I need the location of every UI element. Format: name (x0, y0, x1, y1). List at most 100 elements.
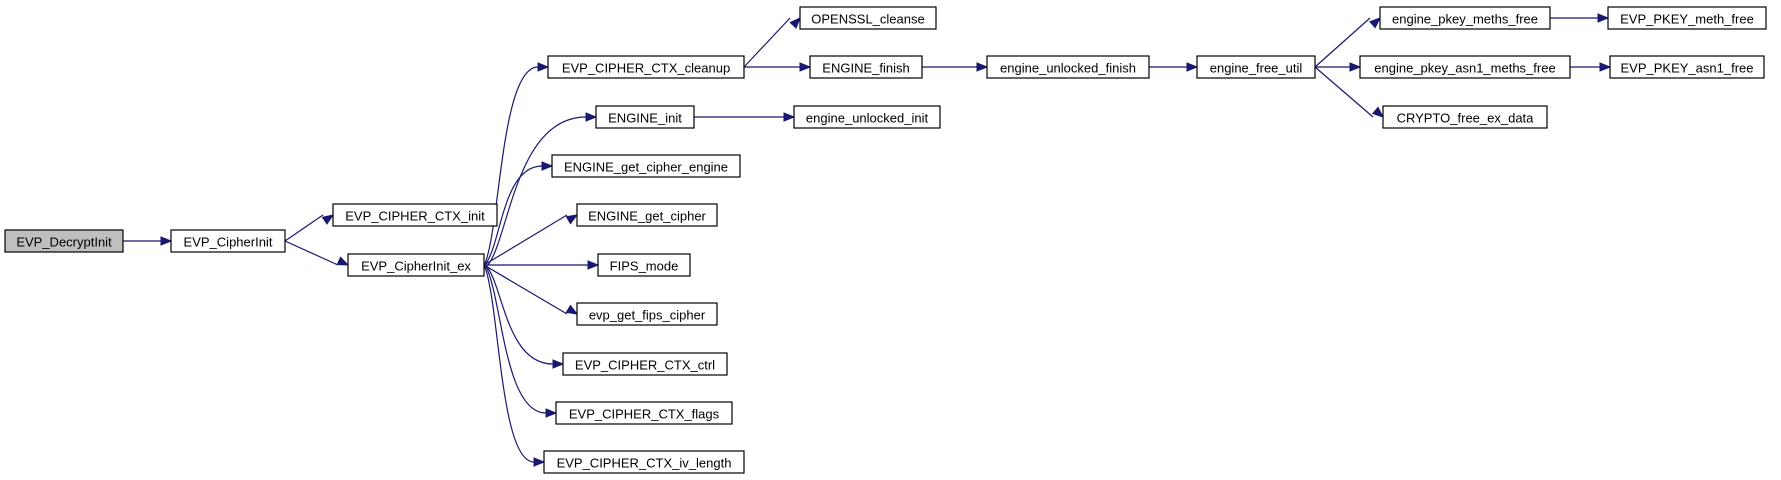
node-evp-decryptinit[interactable]: EVP_DecryptInit (4, 229, 124, 253)
node-evp-cipherinit[interactable]: EVP_CipherInit (170, 229, 286, 253)
node-box (799, 6, 937, 30)
node-box (562, 352, 728, 376)
edge-line (469, 261, 554, 365)
node-label: engine_pkey_asn1_meths_free (1374, 61, 1555, 76)
node-box (170, 229, 286, 253)
node-label: engine_unlocked_finish (1000, 61, 1136, 76)
edge-evp-decryptinit-to-evp-cipherinit (123, 236, 173, 246)
edge-line (483, 214, 568, 266)
node-box (1607, 6, 1767, 30)
node-label: ENGINE_get_cipher (588, 209, 706, 224)
node-evp-cipher-ctx-flags[interactable]: EVP_CIPHER_CTX_flags (555, 401, 733, 425)
node-label: engine_pkey_meths_free (1392, 12, 1538, 27)
edge-evp-cipherinit-ex-to-fips-mode (484, 260, 600, 270)
edge-arrowhead (537, 62, 550, 72)
node-fips-mode[interactable]: FIPS_mode (597, 253, 691, 277)
node-evp-pkey-meth-free[interactable]: EVP_PKEY_meth_free (1607, 6, 1767, 30)
node-evp-cipher-ctx-cleanup[interactable]: EVP_CIPHER_CTX_cleanup (547, 55, 745, 79)
edge-line (469, 66, 539, 272)
edge-engine-pkey-asn1-meths-free-to-evp-pkey-asn1-free (1570, 62, 1612, 72)
edge-arrowhead (552, 359, 565, 369)
node-box (986, 55, 1150, 79)
edge-arrowhead (799, 62, 812, 72)
node-box (4, 229, 124, 253)
node-box (1609, 55, 1765, 79)
node-engine-pkey-asn1-meths-free[interactable]: engine_pkey_asn1_meths_free (1359, 55, 1571, 79)
edge-arrowhead (789, 17, 801, 29)
node-box (543, 450, 745, 474)
edge-engine-init-to-engine-unlocked-init (694, 112, 796, 122)
node-evp-pkey-asn1-free[interactable]: EVP_PKEY_asn1_free (1609, 55, 1765, 79)
edge-evp-cipherinit-ex-to-evp-cipher-ctx-flags (469, 259, 558, 418)
node-label: EVP_DecryptInit (16, 235, 112, 250)
edge-line (483, 264, 568, 315)
node-label: ENGINE_finish (822, 61, 909, 76)
edge-arrowhead (587, 260, 600, 270)
edge-arrowhead (565, 304, 579, 315)
node-box (551, 154, 741, 178)
edge-evp-cipherinit-ex-to-evp-get-fips-cipher (483, 264, 579, 315)
node-evp-cipher-ctx-iv-length[interactable]: EVP_CIPHER_CTX_iv_length (543, 450, 745, 474)
node-label: OPENSSL_cleanse (811, 12, 924, 27)
edges-layer (123, 13, 1612, 467)
node-label: evp_get_fips_cipher (589, 308, 706, 323)
node-label: FIPS_mode (610, 259, 679, 274)
edge-engine-free-util-to-engine-pkey-meths-free (1314, 17, 1382, 68)
node-box (576, 203, 718, 227)
node-box (332, 203, 498, 227)
node-engine-get-cipher[interactable]: ENGINE_get_cipher (576, 203, 718, 227)
node-box (1196, 55, 1316, 79)
node-box (809, 55, 923, 79)
node-engine-init[interactable]: ENGINE_init (595, 105, 695, 129)
node-engine-free-util[interactable]: engine_free_util (1196, 55, 1316, 79)
node-openssl-cleanse[interactable]: OPENSSL_cleanse (799, 6, 937, 30)
edge-line (743, 17, 791, 68)
edge-arrowhead (783, 112, 796, 122)
edge-engine-unlocked-finish-to-engine-free-util (1149, 62, 1199, 72)
node-evp-cipher-ctx-init[interactable]: EVP_CIPHER_CTX_init (332, 203, 498, 227)
node-label: EVP_CipherInit_ex (361, 259, 471, 274)
node-label: EVP_CIPHER_CTX_cleanup (562, 61, 730, 76)
node-evp-cipher-ctx-ctrl[interactable]: EVP_CIPHER_CTX_ctrl (562, 352, 728, 376)
node-evp-get-fips-cipher[interactable]: evp_get_fips_cipher (576, 302, 718, 326)
node-box (597, 253, 691, 277)
node-engine-finish[interactable]: ENGINE_finish (809, 55, 923, 79)
edge-arrowhead (1597, 13, 1610, 23)
node-label: EVP_PKEY_asn1_free (1621, 61, 1754, 76)
node-engine-get-cipher-engine[interactable]: ENGINE_get_cipher_engine (551, 154, 741, 178)
edge-evp-cipherinit-to-evp-cipherinit-ex (284, 240, 350, 266)
node-box (1379, 6, 1551, 30)
node-box (793, 105, 941, 129)
edge-arrowhead (545, 408, 558, 418)
edge-engine-finish-to-engine-unlocked-finish (922, 62, 989, 72)
edge-arrowhead (541, 161, 554, 171)
edge-evp-cipherinit-ex-to-evp-cipher-ctx-ctrl (469, 261, 565, 369)
node-label: EVP_CipherInit (184, 235, 273, 250)
edge-arrowhead (976, 62, 989, 72)
node-label: CRYPTO_free_ex_data (1397, 111, 1535, 126)
node-label: EVP_PKEY_meth_free (1620, 12, 1754, 27)
node-label: EVP_CIPHER_CTX_flags (569, 407, 720, 422)
edge-line (284, 240, 339, 266)
node-evp-cipherinit-ex[interactable]: EVP_CipherInit_ex (347, 253, 485, 277)
node-crypto-free-ex-data[interactable]: CRYPTO_free_ex_data (1382, 105, 1548, 129)
edge-evp-cipherinit-ex-to-engine-get-cipher (483, 214, 579, 266)
edge-line (284, 214, 324, 242)
node-engine-pkey-meths-free[interactable]: engine_pkey_meths_free (1379, 6, 1551, 30)
edge-line (1314, 17, 1371, 68)
edge-evp-cipherinit-ex-to-engine-init (469, 112, 598, 271)
edge-arrowhead (336, 256, 350, 266)
edge-line (469, 259, 547, 414)
edge-line (1314, 66, 1374, 118)
node-box (547, 55, 745, 79)
node-engine-unlocked-init[interactable]: engine_unlocked_init (793, 105, 941, 129)
node-label: EVP_CIPHER_CTX_iv_length (557, 456, 732, 471)
edge-evp-cipherinit-to-evp-cipher-ctx-init (284, 214, 335, 242)
edge-engine-free-util-to-engine-pkey-asn1-meths-free (1315, 62, 1362, 72)
node-label: ENGINE_get_cipher_engine (564, 160, 728, 175)
node-engine-unlocked-finish[interactable]: engine_unlocked_finish (986, 55, 1150, 79)
node-label: EVP_CIPHER_CTX_init (345, 209, 485, 224)
edge-evp-cipherinit-ex-to-evp-cipher-ctx-cleanup (469, 62, 550, 272)
